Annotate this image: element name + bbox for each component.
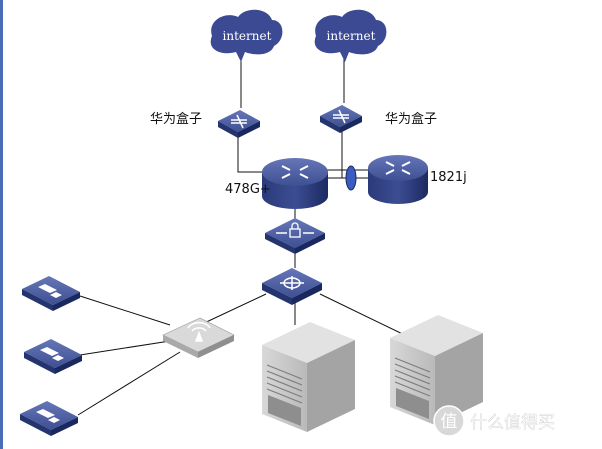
watermark-logo-icon xyxy=(433,405,465,437)
router-main xyxy=(262,158,328,209)
client-pc-1 xyxy=(22,276,80,311)
client-pc-3 xyxy=(20,401,78,436)
watermark-logo-glyph: 值 xyxy=(441,412,458,432)
server-rack-1 xyxy=(262,322,355,432)
switch-cross-icon xyxy=(280,276,304,290)
cloud-internet-left: internet xyxy=(210,9,283,62)
links xyxy=(77,52,416,416)
label-router-main: 478G+ xyxy=(225,182,271,197)
switch-arrows-icon xyxy=(231,114,247,129)
server-drawers xyxy=(268,395,301,426)
link-switch-ap xyxy=(199,293,267,326)
switch-arrows-icon xyxy=(333,109,349,124)
router-arrows-icon xyxy=(385,161,411,175)
window-edge xyxy=(0,0,3,449)
link-ap-pc1 xyxy=(79,295,171,326)
server-rack-2 xyxy=(390,315,483,425)
link-switch-server2 xyxy=(319,293,416,341)
access-point xyxy=(162,317,235,358)
link-box1-router xyxy=(237,136,268,173)
server-slots xyxy=(266,364,303,404)
cloud-internet-right: internet xyxy=(314,9,387,62)
lock-icon xyxy=(276,222,314,238)
link-aggregation-oval xyxy=(345,165,357,191)
router-arrows-icon xyxy=(281,165,309,179)
label-huawei-box-left: 华为盒子 xyxy=(150,111,202,127)
client-pc-2 xyxy=(24,339,82,374)
server-drawers xyxy=(396,388,429,419)
link-ap-pc2 xyxy=(79,340,171,356)
core-switch xyxy=(262,268,322,305)
huawei-box-right xyxy=(320,105,362,133)
link-ap-pc3 xyxy=(77,351,181,416)
watermark: 值 什么值得买 xyxy=(433,405,555,437)
pc-icon xyxy=(40,347,64,361)
server-slots xyxy=(394,357,431,397)
pc-icon xyxy=(36,409,60,423)
wifi-icon xyxy=(187,321,211,342)
cloud-label: internet xyxy=(327,29,376,43)
label-router-secondary: 1821j xyxy=(430,170,467,185)
firewall xyxy=(265,218,325,254)
cloud-label: internet xyxy=(223,29,272,43)
huawei-box-left xyxy=(218,110,260,138)
label-huawei-box-right: 华为盒子 xyxy=(385,111,437,127)
pc-icon xyxy=(38,284,62,298)
router-secondary xyxy=(368,155,428,204)
watermark-text: 什么值得买 xyxy=(470,413,555,433)
